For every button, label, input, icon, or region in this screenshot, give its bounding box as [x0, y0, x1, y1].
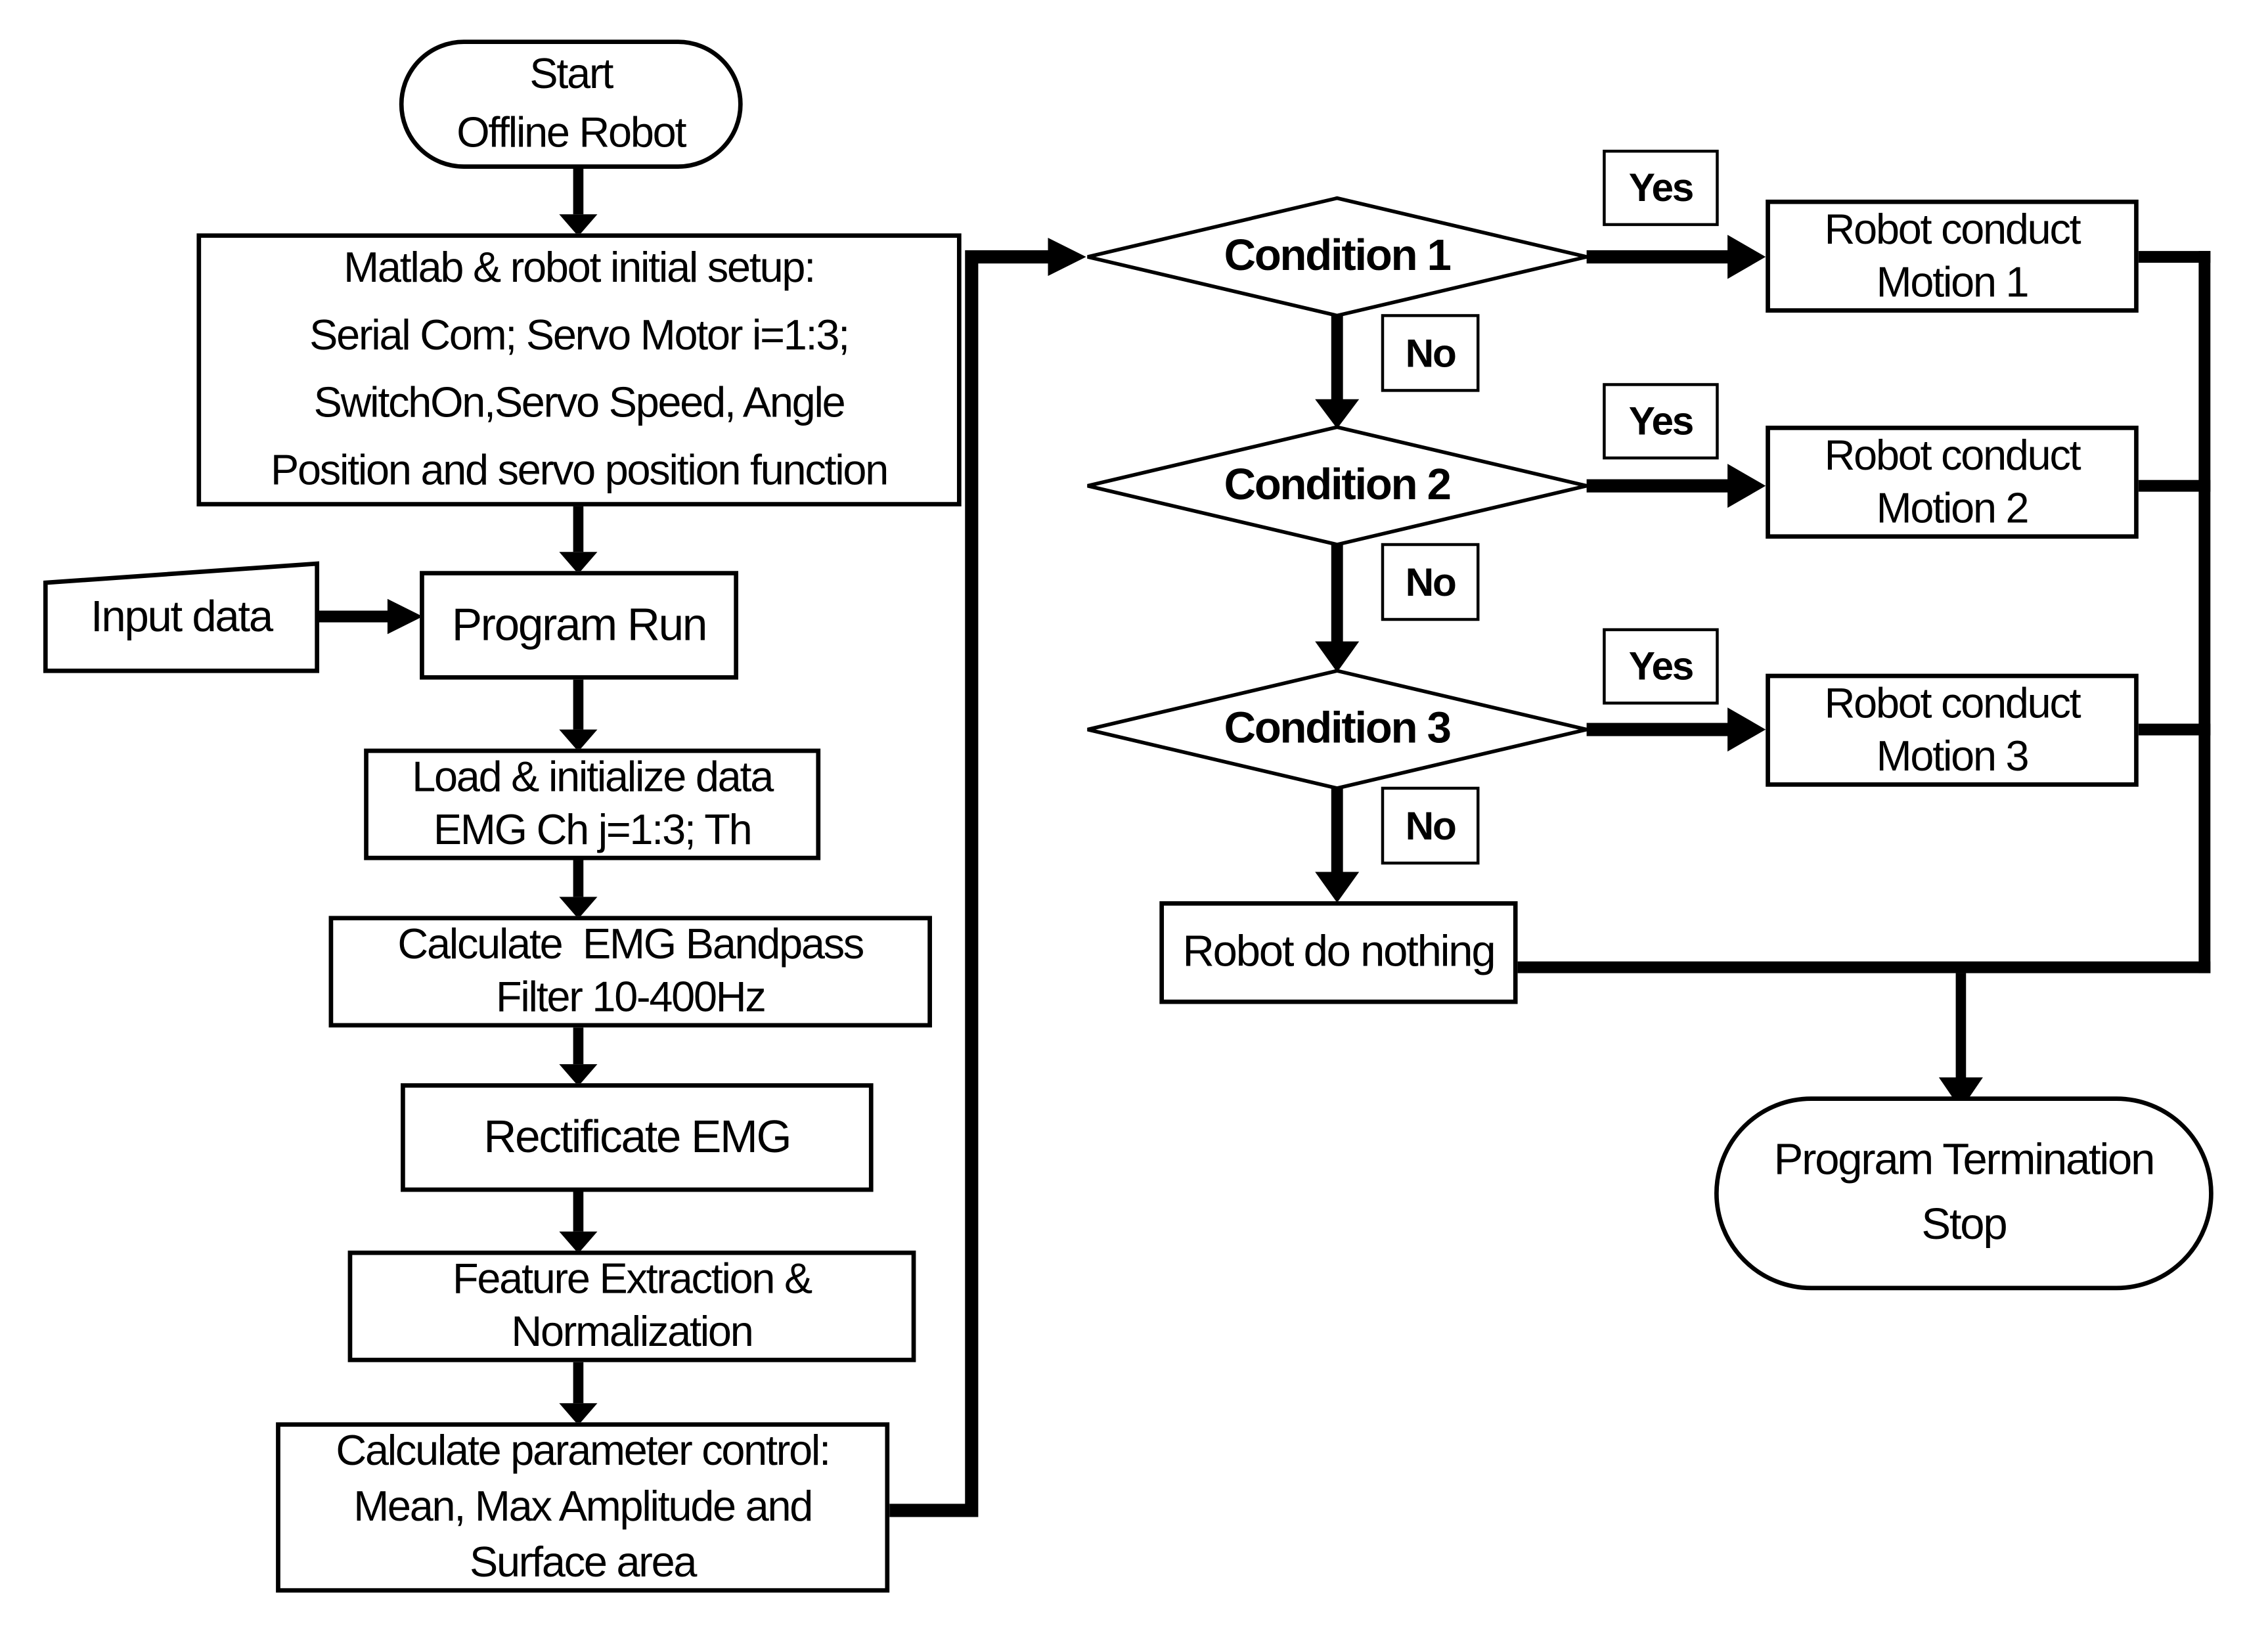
arrow-feature-to-calc-param	[559, 1362, 598, 1425]
robot-motion-1-box: Robot conduct Motion 1	[1766, 199, 2139, 313]
condition-2-diamond	[1087, 425, 1588, 547]
feature-extraction-box: Feature Extraction & Normalization	[347, 1250, 916, 1362]
rectificate-emg-box: Rectificate EMG	[401, 1083, 874, 1192]
arrow-start-to-setup	[559, 167, 598, 236]
robot-do-nothing-box: Robot do nothing	[1159, 901, 1518, 1004]
condition3-no-label: No	[1381, 786, 1480, 865]
arrow-input-to-program-run	[317, 598, 423, 635]
condition2-no-label: No	[1381, 543, 1480, 621]
arrow-program-run-to-load	[559, 679, 598, 752]
input-data-label: Input data	[91, 592, 273, 641]
arrow-setup-to-program-run	[559, 506, 598, 574]
arrow-condition1-yes	[1586, 234, 1766, 279]
program-run-box: Program Run	[420, 571, 739, 680]
arrow-condition3-yes	[1586, 707, 1766, 752]
condition3-yes-label: Yes	[1603, 628, 1719, 705]
arrow-condition2-no	[1315, 545, 1360, 673]
matlab-setup-box: Matlab & robot initial setup: Serial Com…	[196, 233, 962, 506]
condition-3-label: Condition 3	[1224, 704, 1452, 753]
connector-motion-collector	[1517, 251, 2211, 973]
connector-calc-param-to-condition1	[889, 238, 1086, 1517]
calc-parameter-box: Calculate parameter control: Mean, Max A…	[276, 1422, 890, 1593]
arrow-to-termination	[1938, 973, 1983, 1110]
start-terminator: Start Offline Robot	[399, 39, 743, 169]
bandpass-filter-box: Calculate EMG Bandpass Filter 10-400Hz	[328, 916, 932, 1028]
condition1-yes-label: Yes	[1603, 149, 1719, 227]
arrow-condition2-yes	[1586, 464, 1766, 508]
condition-1-label: Condition 1	[1224, 232, 1452, 280]
arrow-bandpass-to-rectificate	[559, 1027, 598, 1086]
start-label: Start	[529, 51, 613, 99]
robot-motion-2-box: Robot conduct Motion 2	[1766, 426, 2139, 539]
condition-2-label: Condition 2	[1224, 460, 1452, 510]
condition2-yes-label: Yes	[1603, 383, 1719, 460]
arrow-condition3-no	[1315, 788, 1360, 903]
input-data-shape	[43, 561, 320, 673]
arrow-condition1-no	[1315, 315, 1360, 429]
robot-motion-3-box: Robot conduct Motion 3	[1766, 673, 2139, 787]
condition-3-diamond	[1087, 669, 1588, 790]
arrow-rectificate-to-feature	[559, 1192, 598, 1254]
condition1-no-label: No	[1381, 314, 1480, 392]
condition-1-diamond	[1087, 196, 1588, 318]
program-termination-terminator: Program Termination Stop	[1714, 1096, 2213, 1291]
load-initialize-box: Load & initialize data EMG Ch j=1:3; Th	[364, 748, 821, 860]
arrow-load-to-bandpass	[559, 860, 598, 919]
